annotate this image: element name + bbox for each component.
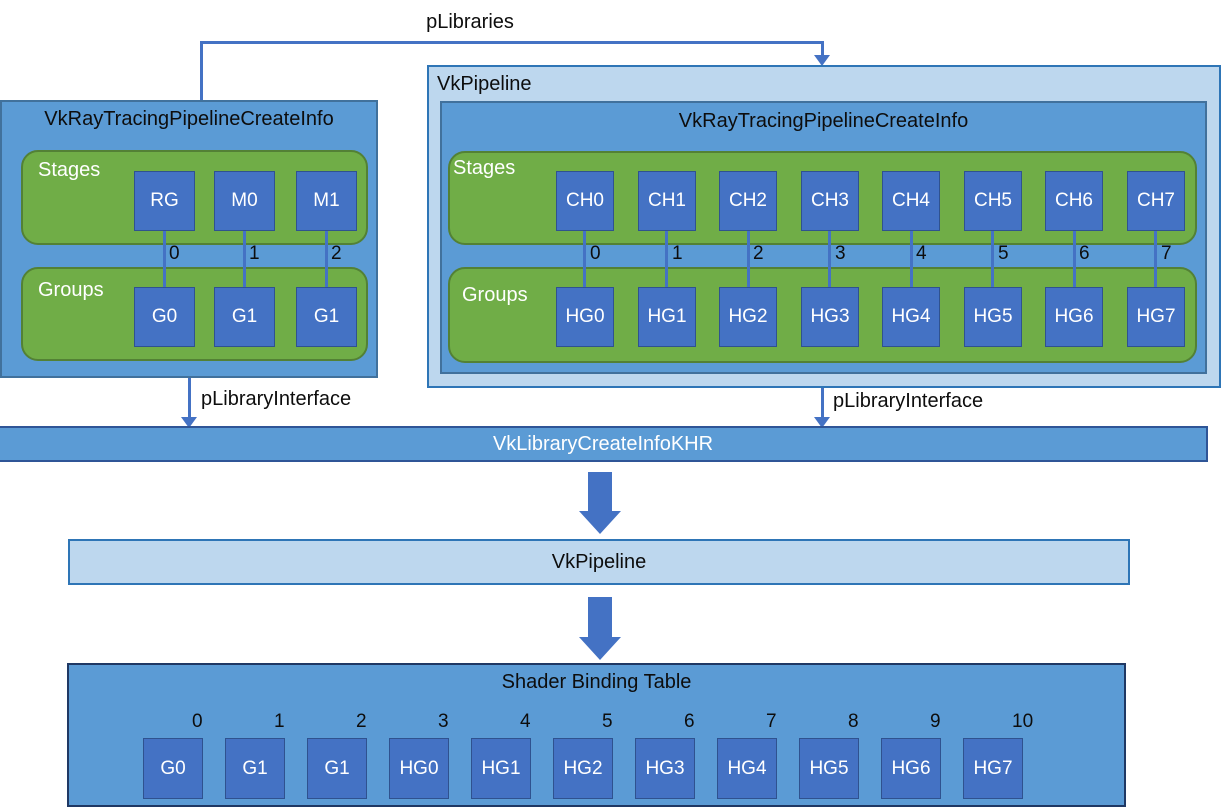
stage-group-connector-line <box>325 231 328 287</box>
vkpipeline-library-title: VkPipeline <box>437 73 532 95</box>
group-box: HG5 <box>964 287 1022 347</box>
sbt-entry-box: HG0 <box>389 738 449 799</box>
group-index-label: 0 <box>590 243 601 264</box>
vkpipeline-bar: VkPipeline <box>68 539 1130 585</box>
sbt-entry-box: HG3 <box>635 738 695 799</box>
flow-arrow-icon <box>579 511 621 534</box>
plibrary-interface-right-line <box>821 388 824 418</box>
group-box: G1 <box>296 287 357 347</box>
plibrary-interface-left-label: pLibraryInterface <box>201 388 352 410</box>
shader-binding-table-title: Shader Binding Table <box>501 671 692 693</box>
group-index-label: 1 <box>672 243 683 264</box>
stage-group-connector-line <box>243 231 246 287</box>
group-index-label: 4 <box>916 243 927 264</box>
plibraries-connector-segment <box>200 41 824 44</box>
plibrary-interface-left-line <box>188 378 191 418</box>
group-index-label: 5 <box>998 243 1009 264</box>
group-index-label: 7 <box>1161 243 1172 264</box>
sbt-entry-box: HG7 <box>963 738 1023 799</box>
stage-box: CH2 <box>719 171 777 231</box>
stage-box: CH4 <box>882 171 940 231</box>
sbt-index-label: 1 <box>274 711 285 732</box>
group-box: HG1 <box>638 287 696 347</box>
stage-group-connector-line <box>1073 231 1076 287</box>
group-box: G0 <box>134 287 195 347</box>
sbt-entry-box: HG6 <box>881 738 941 799</box>
sbt-entry-box: G0 <box>143 738 203 799</box>
plibrary-interface-right-label: pLibraryInterface <box>833 390 984 412</box>
sbt-index-label: 6 <box>684 711 695 732</box>
group-index-label: 1 <box>249 243 260 264</box>
stage-box: CH0 <box>556 171 614 231</box>
stage-box: CH7 <box>1127 171 1185 231</box>
sbt-index-label: 3 <box>438 711 449 732</box>
stage-box: CH5 <box>964 171 1022 231</box>
sbt-entry-box: HG5 <box>799 738 859 799</box>
sbt-entry-box: G1 <box>225 738 285 799</box>
group-index-label: 2 <box>753 243 764 264</box>
sbt-entry-box: HG2 <box>553 738 613 799</box>
right-stages-label: Stages <box>453 157 516 179</box>
stage-box: M1 <box>296 171 357 231</box>
sbt-index-label: 8 <box>848 711 859 732</box>
left-rtpci-title: VkRayTracingPipelineCreateInfo <box>44 108 334 130</box>
stage-group-connector-line <box>828 231 831 287</box>
left-groups-label: Groups <box>38 279 104 301</box>
group-box: HG0 <box>556 287 614 347</box>
stage-box: RG <box>134 171 195 231</box>
stage-group-connector-line <box>910 231 913 287</box>
stage-group-connector-line <box>163 231 166 287</box>
right-groups-label: Groups <box>462 284 528 306</box>
plibraries-connector-segment <box>200 42 203 100</box>
stage-group-connector-line <box>665 231 668 287</box>
group-box: HG6 <box>1045 287 1103 347</box>
group-index-label: 3 <box>835 243 846 264</box>
left-stages-label: Stages <box>38 159 101 181</box>
group-index-label: 0 <box>169 243 180 264</box>
library-createinfo-bar: VkLibraryCreateInfoKHR <box>0 426 1208 462</box>
sbt-index-label: 9 <box>930 711 941 732</box>
group-box: G1 <box>214 287 275 347</box>
sbt-index-label: 4 <box>520 711 531 732</box>
sbt-index-label: 10 <box>1012 711 1034 732</box>
plibraries-label: pLibraries <box>426 11 514 33</box>
stage-box: M0 <box>214 171 275 231</box>
sbt-entry-box: HG1 <box>471 738 531 799</box>
group-box: HG2 <box>719 287 777 347</box>
stage-box: CH6 <box>1045 171 1103 231</box>
stage-group-connector-line <box>583 231 586 287</box>
group-box: HG4 <box>882 287 940 347</box>
flow-arrow-icon <box>588 472 612 511</box>
sbt-entry-box: G1 <box>307 738 367 799</box>
stage-group-connector-line <box>1154 231 1157 287</box>
sbt-entry-box: HG4 <box>717 738 777 799</box>
stage-group-connector-line <box>747 231 750 287</box>
flow-arrow-icon <box>588 597 612 637</box>
group-index-label: 2 <box>331 243 342 264</box>
plibrary-interface-left-arrowhead-icon <box>181 417 197 428</box>
stage-group-connector-line <box>991 231 994 287</box>
sbt-index-label: 0 <box>192 711 203 732</box>
sbt-index-label: 5 <box>602 711 613 732</box>
group-index-label: 6 <box>1079 243 1090 264</box>
stage-box: CH1 <box>638 171 696 231</box>
plibrary-interface-right-arrowhead-icon <box>814 417 830 428</box>
sbt-index-label: 2 <box>356 711 367 732</box>
stage-box: CH3 <box>801 171 859 231</box>
inner-rtpci-title: VkRayTracingPipelineCreateInfo <box>678 110 969 132</box>
group-box: HG7 <box>1127 287 1185 347</box>
flow-arrow-icon <box>579 637 621 660</box>
plibraries-arrowhead-icon <box>814 55 830 66</box>
sbt-index-label: 7 <box>766 711 777 732</box>
group-box: HG3 <box>801 287 859 347</box>
plibraries-connector-segment <box>821 41 824 56</box>
